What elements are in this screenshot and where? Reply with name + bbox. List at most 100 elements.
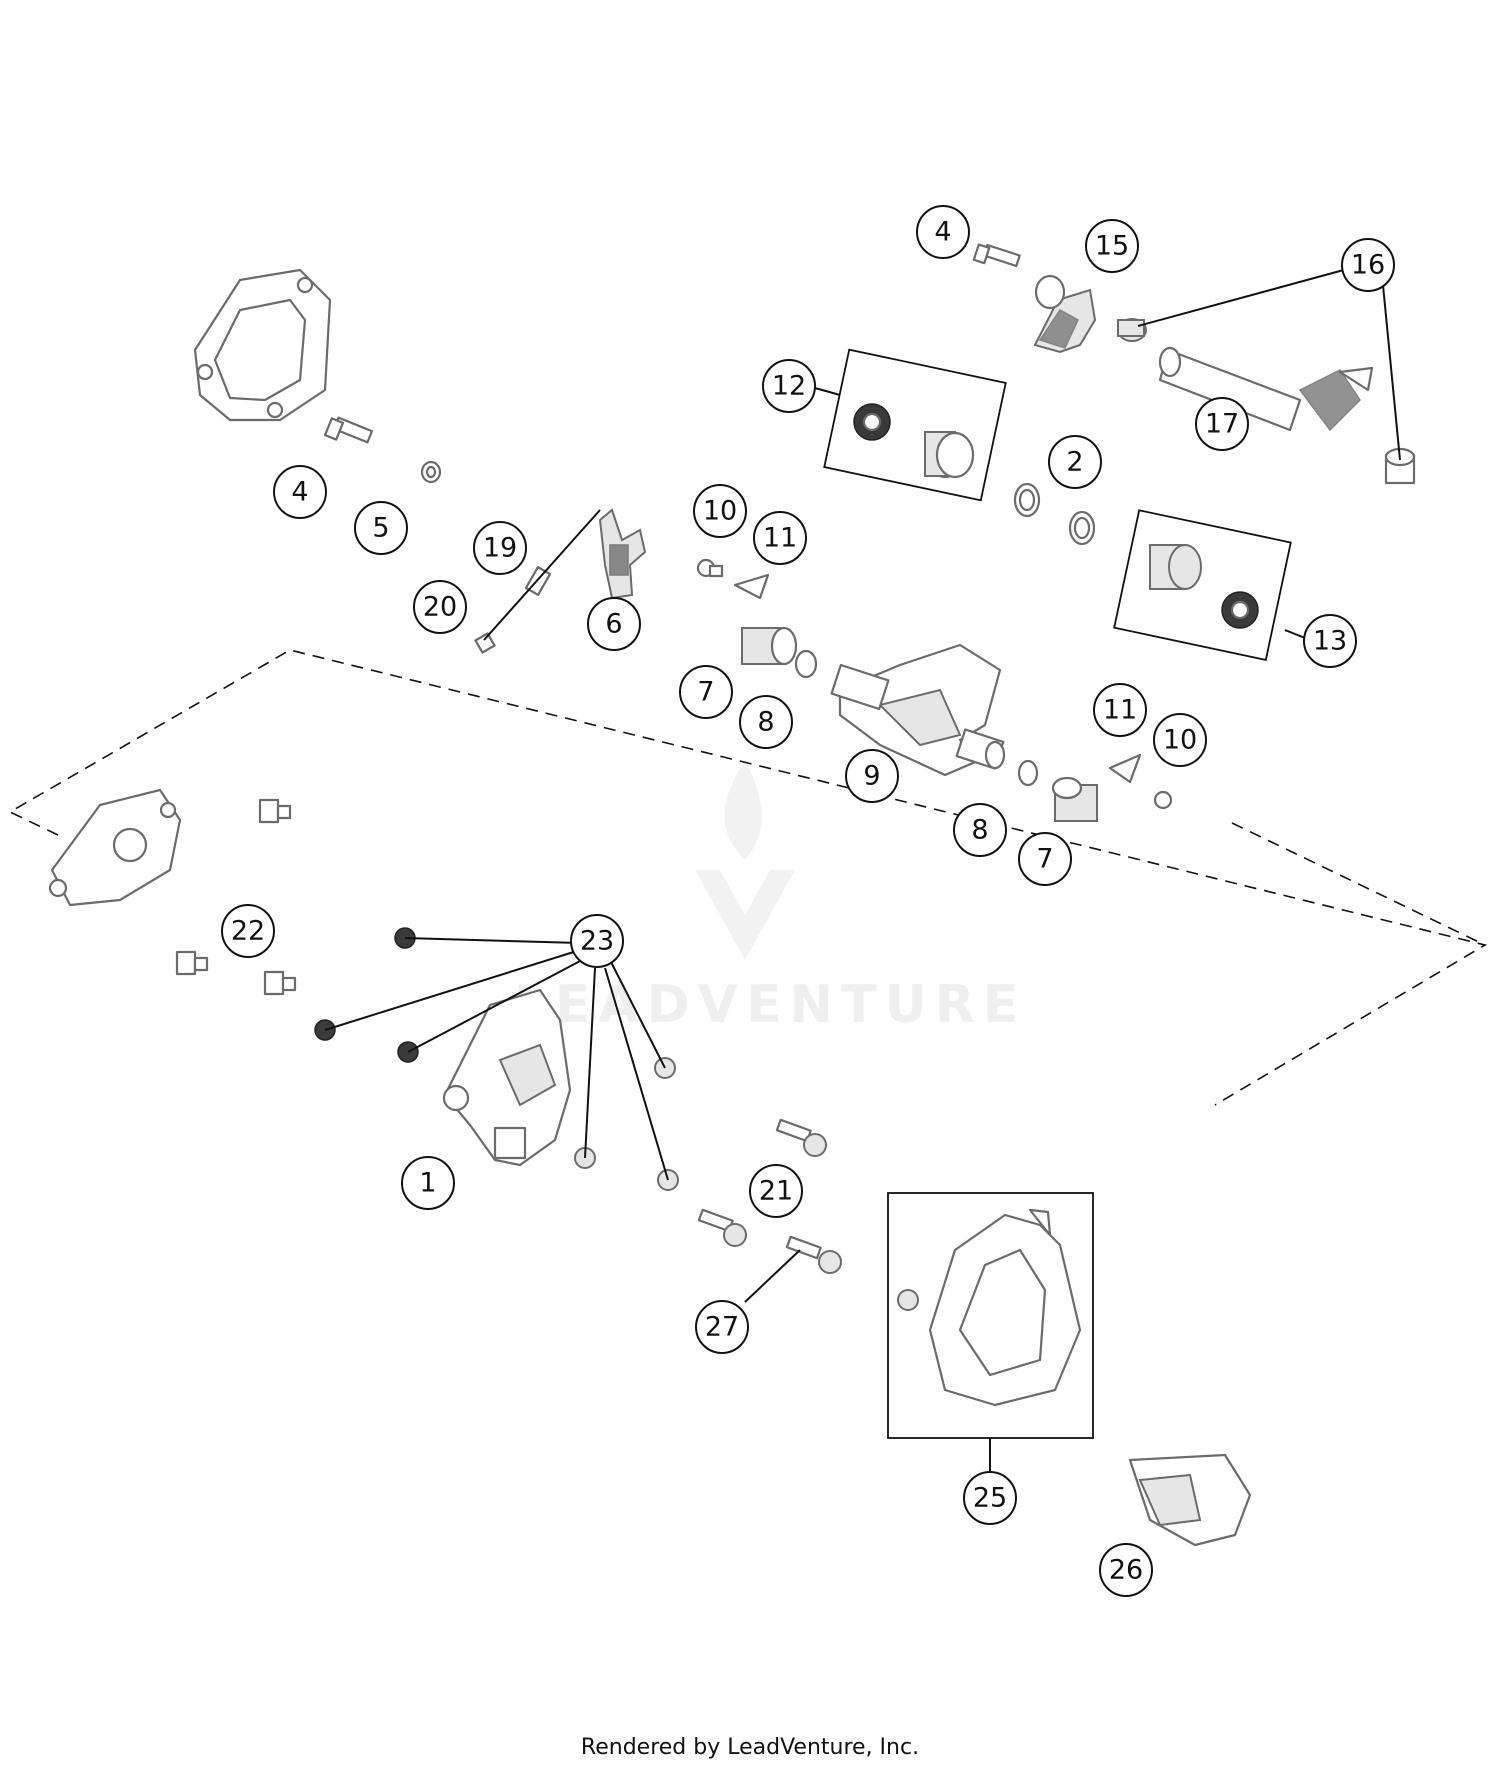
svg-text:23: 23 <box>580 926 614 957</box>
svg-text:11: 11 <box>763 523 797 554</box>
callout-5: 5 <box>354 501 408 555</box>
callout-25: 25 <box>963 1471 1017 1525</box>
svg-text:25: 25 <box>973 1483 1007 1514</box>
svg-text:21: 21 <box>759 1176 793 1207</box>
washer-8-left <box>794 649 818 679</box>
svg-text:10: 10 <box>703 496 737 527</box>
bolt-27-b <box>785 1235 842 1274</box>
leader-27 <box>744 1249 801 1303</box>
callout-23: 23 <box>570 914 624 968</box>
svg-text:27: 27 <box>705 1312 739 1343</box>
callout-4-left: 4 <box>273 465 327 519</box>
callout-26: 26 <box>1099 1543 1153 1597</box>
plate-11-right <box>1108 753 1142 784</box>
bushing-12 <box>924 431 975 479</box>
svg-text:17: 17 <box>1205 409 1239 440</box>
cover-outline-top-left <box>193 268 332 422</box>
plate-11-left <box>733 573 770 600</box>
assembly-dashed-outline <box>8 649 1488 1106</box>
screw-10-left <box>696 558 724 578</box>
ring-2-a <box>1013 482 1041 518</box>
callout-17: 17 <box>1195 397 1249 451</box>
callout-22: 22 <box>221 904 275 958</box>
bolt-4-right <box>972 243 1021 268</box>
svg-text:4: 4 <box>291 477 308 508</box>
svg-text:19: 19 <box>483 533 517 564</box>
callout-8-right: 8 <box>953 803 1007 857</box>
svg-text:5: 5 <box>372 513 389 544</box>
svg-text:26: 26 <box>1109 1555 1143 1586</box>
ring-2-b <box>1068 510 1096 546</box>
bushing-13 <box>1149 544 1202 590</box>
callout-8-left: 8 <box>739 695 793 749</box>
leader-16-b <box>1381 274 1401 461</box>
cover-outline-bottom-left <box>48 788 182 907</box>
callout-20: 20 <box>413 580 467 634</box>
gear-12 <box>853 403 891 441</box>
svg-text:4: 4 <box>934 217 951 248</box>
callout-9: 9 <box>845 749 899 803</box>
callout-27: 27 <box>695 1300 749 1354</box>
bolt-4-left <box>323 416 374 444</box>
svg-text:12: 12 <box>772 371 806 402</box>
callout-7-right: 7 <box>1018 832 1072 886</box>
callout-1: 1 <box>401 1156 455 1210</box>
leader-23-d <box>609 959 666 1069</box>
callout-11-right: 11 <box>1093 683 1147 737</box>
screw-10-right <box>1153 790 1173 810</box>
callout-11-left: 11 <box>753 511 807 565</box>
screw-20 <box>474 632 496 654</box>
shift-drum-9 <box>830 643 1006 777</box>
leader-12 <box>814 387 841 396</box>
callout-2: 2 <box>1048 435 1102 489</box>
bolt-27-a <box>697 1208 747 1247</box>
bushing-16-top <box>1117 318 1147 342</box>
kit-box-13 <box>1113 509 1292 661</box>
shift-quadrant-15 <box>1033 274 1097 354</box>
bolt-22-a <box>258 798 292 824</box>
callout-6: 6 <box>587 597 641 651</box>
gear-13 <box>1221 591 1259 629</box>
callout-13: 13 <box>1303 614 1357 668</box>
leader-23-f <box>604 967 669 1181</box>
callout-21: 21 <box>749 1164 803 1218</box>
shift-actuator-1 <box>442 988 572 1167</box>
callout-16: 16 <box>1341 238 1395 292</box>
shift-lever-6 <box>598 508 647 600</box>
svg-text:11: 11 <box>1103 695 1137 726</box>
cover-25 <box>897 1208 1082 1407</box>
washer-8-right <box>1017 759 1039 787</box>
kit-box-12 <box>823 348 1007 502</box>
bolt-22-c <box>263 970 297 996</box>
svg-text:13: 13 <box>1313 626 1347 657</box>
svg-text:16: 16 <box>1351 250 1385 281</box>
callout-10-left: 10 <box>693 484 747 538</box>
watermark: LEADVENTURE <box>514 760 1027 1035</box>
washer-5 <box>420 460 442 484</box>
render-credit: Rendered by LeadVenture, Inc. <box>580 1735 920 1760</box>
svg-text:20: 20 <box>423 592 457 623</box>
leader-16-a <box>1137 264 1363 327</box>
svg-text:9: 9 <box>863 761 880 792</box>
leader-23-b <box>324 949 581 1031</box>
bearing-7-left <box>741 626 798 666</box>
callout-15: 15 <box>1085 219 1139 273</box>
svg-text:2: 2 <box>1066 447 1083 478</box>
leader-13 <box>1284 629 1306 639</box>
bearing-7-right <box>1051 776 1098 822</box>
callout-7-left: 7 <box>679 665 733 719</box>
svg-text:8: 8 <box>971 815 988 846</box>
svg-text:22: 22 <box>231 916 265 947</box>
svg-text:7: 7 <box>1036 844 1053 875</box>
bolt-21 <box>775 1118 827 1157</box>
svg-text:1: 1 <box>419 1168 436 1199</box>
svg-text:15: 15 <box>1095 231 1129 262</box>
shift-shaft-17 <box>1158 346 1374 432</box>
watermark-text: LEADVENTURE <box>514 975 1027 1035</box>
svg-text:7: 7 <box>697 677 714 708</box>
svg-text:10: 10 <box>1163 725 1197 756</box>
callout-12: 12 <box>762 359 816 413</box>
leader-23-c <box>407 959 583 1053</box>
bolt-22-b <box>175 950 209 976</box>
svg-text:6: 6 <box>605 609 622 640</box>
